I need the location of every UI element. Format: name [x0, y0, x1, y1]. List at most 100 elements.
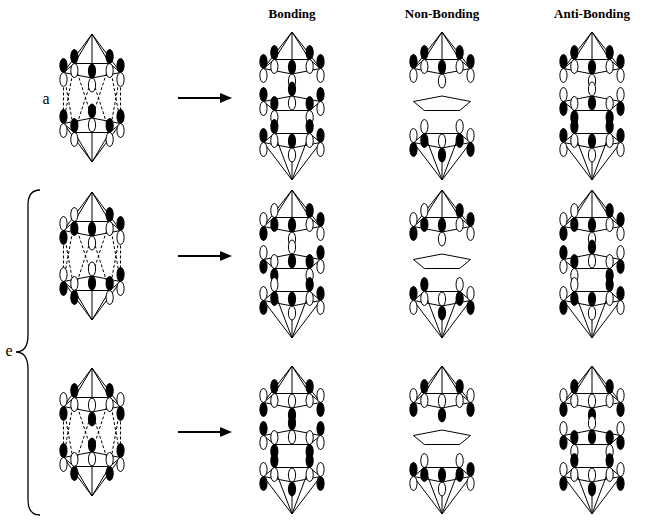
- orbital-stack: [410, 190, 474, 338]
- arrow-shaft: [178, 255, 222, 257]
- p-lobe: [588, 148, 595, 162]
- p-lobe: [456, 278, 463, 292]
- p-lobe: [606, 60, 613, 74]
- p-lobe: [588, 416, 595, 430]
- symmetry-label: e: [5, 342, 12, 360]
- p-lobe: [288, 96, 295, 110]
- p-lobe: [306, 380, 313, 394]
- p-lobe: [271, 292, 278, 306]
- p-lobe: [60, 458, 67, 472]
- p-lobe: [288, 416, 295, 430]
- ring-edge: [564, 468, 621, 483]
- ring-edge: [564, 60, 621, 75]
- p-lobe: [260, 102, 267, 116]
- p-lobe: [88, 222, 95, 236]
- p-lobe: [317, 142, 324, 156]
- ring-edge: [64, 398, 121, 413]
- p-lobe: [260, 226, 267, 240]
- column-heading: Bonding: [269, 6, 316, 22]
- p-lobe: [560, 142, 567, 156]
- p-lobe: [617, 402, 624, 416]
- p-lobe: [588, 96, 595, 110]
- p-lobe: [617, 142, 624, 156]
- p-lobe: [288, 148, 295, 162]
- p-lobe: [260, 300, 267, 314]
- ring-edge: [414, 292, 471, 307]
- p-lobe: [560, 88, 567, 102]
- p-lobe: [617, 246, 624, 260]
- p-lobe: [288, 218, 295, 232]
- cage-edge: [263, 300, 292, 338]
- p-lobe: [271, 430, 278, 444]
- p-lobe: [617, 212, 624, 226]
- p-lobe: [588, 394, 595, 408]
- p-lobe: [106, 222, 113, 236]
- p-lobe: [438, 74, 445, 88]
- ring-edge: [64, 222, 121, 237]
- p-lobe: [588, 254, 595, 268]
- p-lobe: [106, 50, 113, 64]
- p-lobe: [438, 218, 445, 232]
- p-lobe: [317, 388, 324, 402]
- p-lobe: [306, 218, 313, 232]
- p-lobe: [60, 110, 67, 124]
- ring-edge: [414, 394, 471, 409]
- p-lobe: [60, 282, 67, 296]
- p-lobe: [71, 290, 78, 304]
- cage-edge: [563, 476, 592, 514]
- p-lobe: [271, 46, 278, 60]
- p-lobe: [271, 278, 278, 292]
- p-lobe: [606, 394, 613, 408]
- p-lobe: [306, 46, 313, 60]
- p-lobe: [317, 260, 324, 274]
- p-lobe: [117, 268, 124, 282]
- p-lobe: [588, 306, 595, 320]
- p-lobe: [260, 260, 267, 274]
- p-lobe: [438, 134, 445, 148]
- ring-edge: [564, 430, 621, 445]
- cage-edge: [413, 142, 442, 180]
- column-heading: Non-Bonding: [405, 6, 479, 22]
- p-lobe: [617, 462, 624, 476]
- p-lobe: [467, 476, 474, 490]
- p-lobe: [560, 102, 567, 116]
- p-lobe: [560, 54, 567, 68]
- p-lobe: [617, 102, 624, 116]
- p-lobe: [288, 430, 295, 444]
- p-lobe: [571, 218, 578, 232]
- ring-edge: [264, 468, 321, 483]
- ring-edge: [264, 60, 321, 75]
- p-lobe: [560, 402, 567, 416]
- p-lobe: [560, 300, 567, 314]
- cluster: [60, 368, 124, 496]
- p-lobe: [106, 64, 113, 78]
- p-lobe: [306, 204, 313, 218]
- p-lobe: [438, 60, 445, 74]
- p-lobe: [260, 142, 267, 156]
- p-lobe: [117, 124, 124, 138]
- p-lobe: [571, 292, 578, 306]
- p-lobe: [306, 134, 313, 148]
- p-lobe: [410, 388, 417, 402]
- p-lobe: [106, 398, 113, 412]
- p-lobe: [421, 394, 428, 408]
- p-lobe: [271, 204, 278, 218]
- p-lobe: [306, 454, 313, 468]
- p-lobe: [606, 292, 613, 306]
- p-lobe: [606, 380, 613, 394]
- p-lobe: [271, 380, 278, 394]
- cage-edge: [263, 476, 292, 514]
- p-lobe: [317, 436, 324, 450]
- orbital-stack: [560, 190, 624, 338]
- p-lobe: [106, 132, 113, 146]
- p-lobe: [271, 134, 278, 148]
- ring-edge: [414, 218, 471, 233]
- p-lobe: [88, 276, 95, 290]
- p-lobe: [88, 438, 95, 452]
- p-lobe: [288, 482, 295, 496]
- p-lobe: [410, 226, 417, 240]
- p-lobe: [456, 204, 463, 218]
- orbital-stack: [260, 190, 324, 338]
- ring-edge: [564, 254, 621, 269]
- ring-edge: [64, 276, 121, 291]
